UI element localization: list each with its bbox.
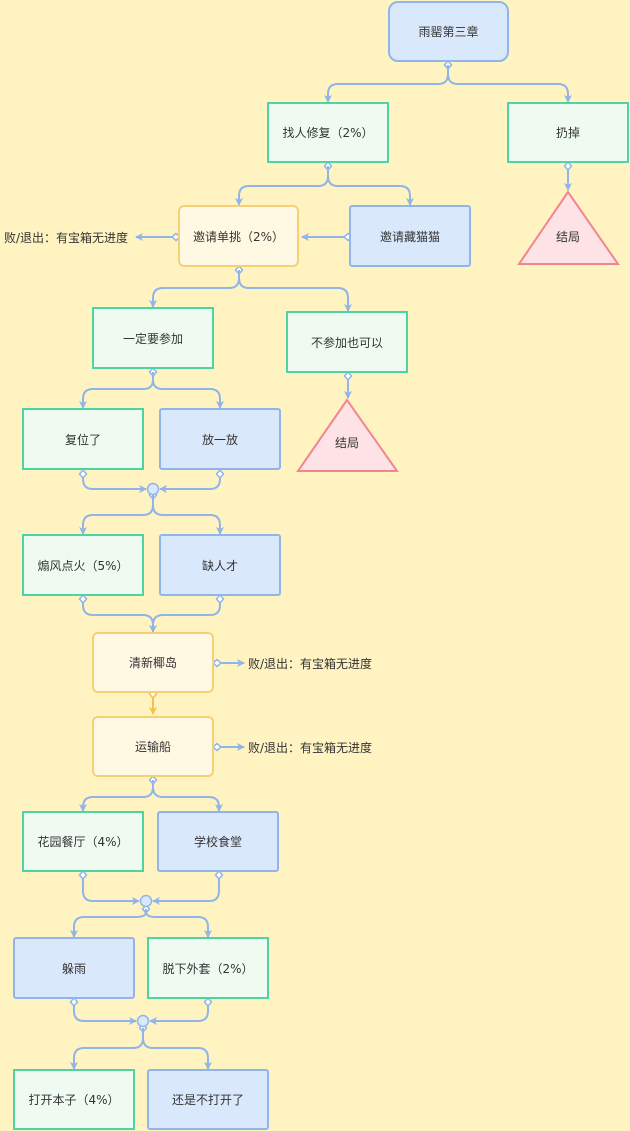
node-no-join-ok: 不参加也可以 [286,311,408,373]
edge [83,495,153,534]
node-label: 复位了 [64,432,101,447]
node-hide-rain: 躲雨 [13,937,135,999]
node-label: 花园餐厅（4%） [37,835,129,849]
node-transport-ship: 运输船 [92,716,214,777]
node-invite-duel: 邀请单挑（2%） [178,205,299,267]
node-school-canteen: 学校食堂 [157,811,279,872]
edge [152,599,220,632]
edge [142,1028,212,1070]
edge [152,780,223,812]
node-label: 扔掉 [555,126,580,140]
edge [328,65,448,102]
node-label: 运输船 [134,740,171,754]
node-find-repair: 找人修复（2%） [267,102,389,163]
node-label: 煽风点火（5%） [37,558,129,573]
edge [83,474,146,489]
edge [83,875,139,901]
node-throw-away: 扔掉 [507,102,629,163]
edge [153,270,239,307]
ending-triangle [296,398,399,472]
edge [239,166,328,205]
node-label: 缺人才 [201,558,238,573]
edge [74,1002,136,1021]
node-reset: 复位了 [22,408,144,470]
node-label: 雨罂第三章 [418,25,479,39]
node-lack-talent: 缺人才 [159,534,281,596]
node-label: 学校食堂 [193,835,242,849]
node-open-book: 打开本子（4%） [13,1069,135,1130]
node-label: 邀请单挑（2%） [192,229,285,244]
edge [83,780,153,811]
node-let-go: 放一放 [159,408,281,470]
edge [160,474,220,489]
edge [238,270,352,312]
node-must-join: 一定要参加 [92,307,214,369]
edge [150,1002,208,1021]
edge [74,1028,143,1069]
fail-exit-note: 败/退出：有宝箱无进度 [4,231,129,245]
fail-exit-note: 败/退出：有宝箱无进度 [248,741,373,755]
edge [327,166,414,206]
node-label: 还是不打开了 [171,1093,244,1107]
edge [74,909,146,937]
edge [83,599,153,632]
node-label: 不参加也可以 [310,335,383,350]
edge [153,875,219,901]
node-invite-cat: 邀请藏猫猫 [349,205,471,267]
node-take-off-coat: 脱下外套（2%） [147,937,269,999]
fail-exit-note: 败/退出：有宝箱无进度 [248,657,373,671]
node-label: 脱下外套（2%） [162,961,254,976]
node-label: 找人修复（2%） [282,126,374,140]
node-dont-open: 还是不打开了 [147,1069,269,1130]
node-label: 邀请藏猫猫 [379,229,440,244]
node-label: 一定要参加 [122,331,183,346]
edge [152,495,224,535]
node-label: 打开本子（4%） [28,1093,120,1107]
node-root: 雨罂第三章 [388,1,509,62]
junction-circle [146,482,160,496]
edge [152,372,224,409]
ending-label: 结局 [334,436,359,450]
junction-circle [139,894,153,908]
edge [83,372,153,408]
edge [447,65,572,103]
node-fan-flame: 煽风点火（5%） [22,534,144,596]
node-label: 放一放 [201,432,238,447]
ending-label: 结局 [555,230,580,244]
node-garden-restaurant: 花园餐厅（4%） [22,811,144,872]
node-label: 清新椰岛 [128,656,177,670]
edge [145,909,212,938]
node-coconut-island: 清新椰岛 [92,632,214,693]
junction-circle [136,1014,150,1028]
node-label: 躲雨 [61,961,86,976]
ending-triangle [517,190,620,265]
